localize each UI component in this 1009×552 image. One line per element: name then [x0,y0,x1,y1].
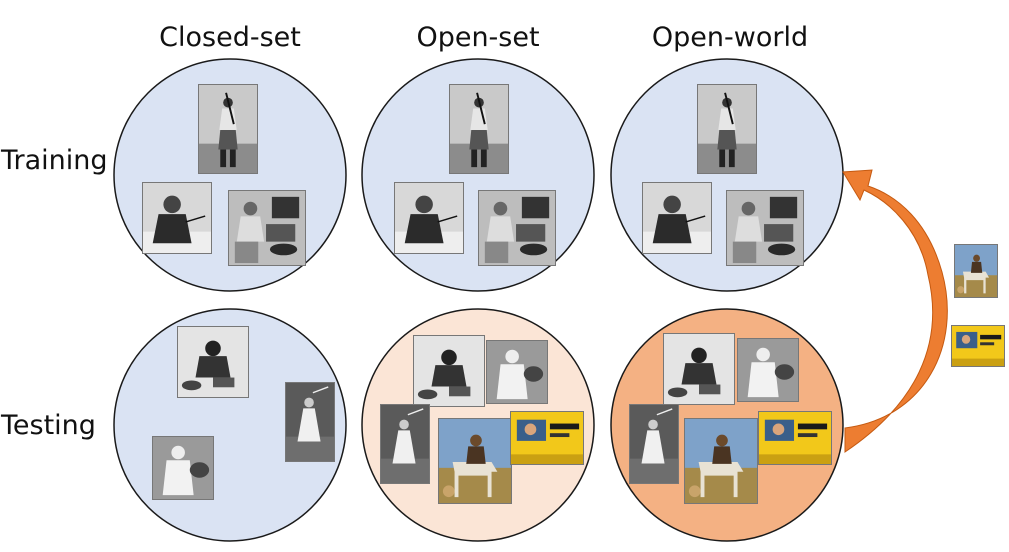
row-label-testing: Testing [1,410,96,441]
woman-golfer-photo [629,404,679,484]
golfer-man-photo [449,84,509,174]
chef-photo [486,340,548,404]
man-cooking-photo [228,190,306,266]
golfer-man-photo [697,84,757,174]
man-ice-fishing-photo [663,333,735,405]
column-header-open-world: Open-world [651,22,809,53]
taxi-photo [951,325,1005,367]
woman-ice-fishing-photo [142,182,212,254]
man-ice-fishing-photo [413,335,485,407]
man-ice-fishing-photo [177,326,249,398]
horse-rider-photo [954,244,998,298]
woman-golfer-photo [380,404,430,484]
chef-photo [737,338,799,402]
taxi-photo [510,411,584,465]
woman-ice-fishing-photo [394,182,464,254]
woman-golfer-photo [285,382,335,462]
man-cooking-photo [726,190,804,266]
horse-rider-photo [684,418,758,504]
feedback-arrow [842,169,948,453]
row-label-training: Training [1,145,108,176]
column-header-open-set: Open-set [416,22,540,53]
chef-photo [152,436,214,500]
horse-rider-photo [438,418,512,504]
golfer-man-photo [198,84,258,174]
column-header-closed-set: Closed-set [159,22,301,53]
man-cooking-photo [478,190,556,266]
woman-ice-fishing-photo [642,182,712,254]
taxi-photo [758,411,832,465]
